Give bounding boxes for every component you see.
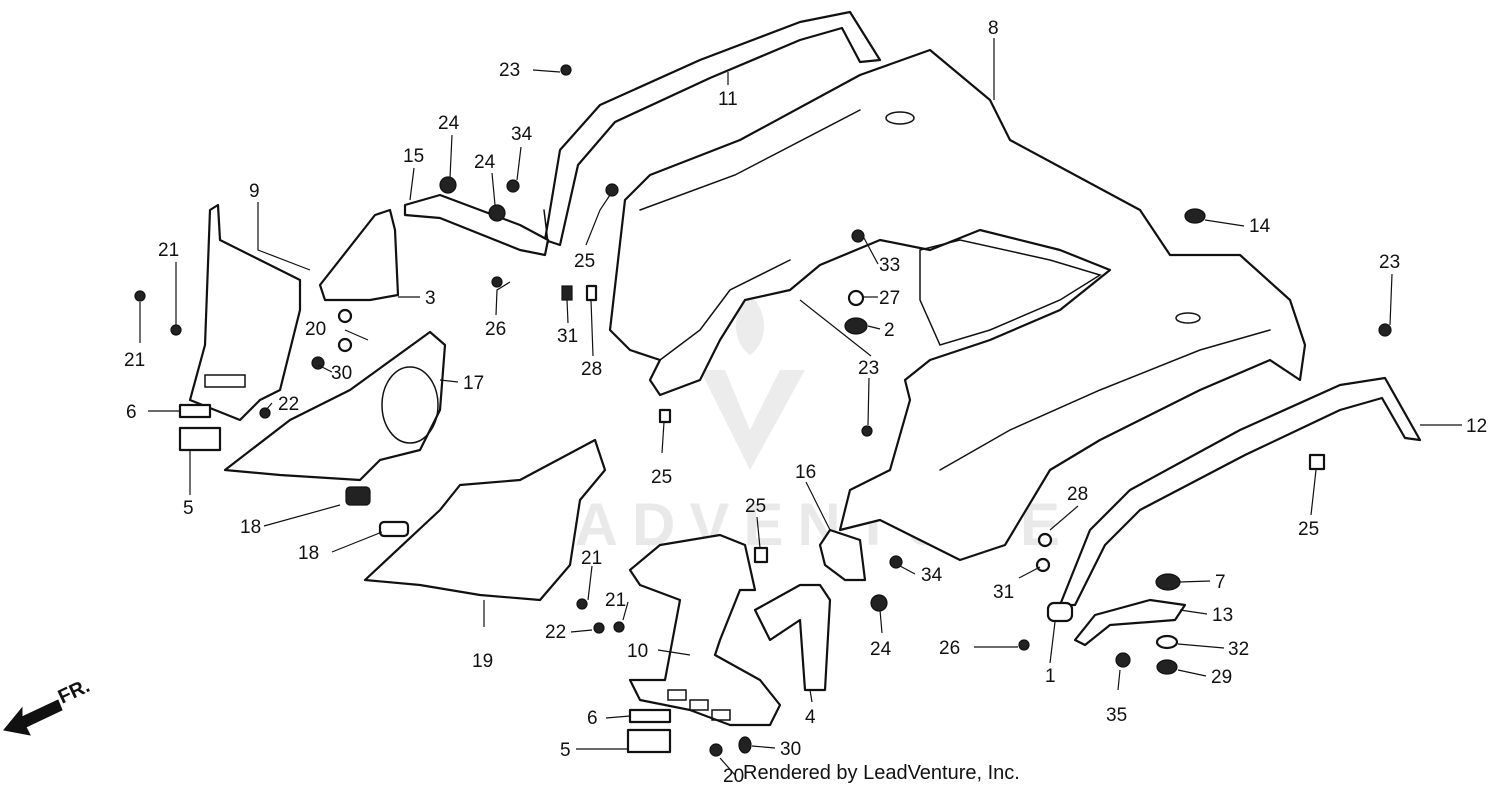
callout-7: 7 — [1215, 572, 1226, 593]
callout-9: 9 — [249, 181, 260, 202]
callout-21: 21 — [158, 240, 179, 261]
callout-25: 25 — [574, 251, 595, 272]
part-13-bracket — [1073, 598, 1187, 647]
front-arrow-icon — [3, 699, 63, 736]
callout-17: 17 — [463, 373, 484, 394]
callout-31: 31 — [557, 326, 578, 347]
front-direction-indicator: FR. — [3, 675, 93, 736]
part-11-rear-rail — [543, 10, 882, 247]
callout-8: 8 — [988, 18, 999, 39]
part-4-stay — [753, 583, 832, 692]
part-8-rear-fender — [608, 48, 1307, 562]
callout-34: 34 — [511, 124, 533, 145]
callout-5: 5 — [560, 740, 571, 761]
front-label: FR. — [55, 675, 93, 709]
callout-11: 11 — [718, 89, 738, 110]
callout-24: 24 — [474, 152, 496, 173]
callout-23: 23 — [499, 60, 520, 81]
callout-13: 13 — [1212, 605, 1233, 626]
callout-21: 21 — [581, 548, 602, 569]
callout-25: 25 — [1298, 519, 1319, 540]
callout-19: 19 — [472, 651, 493, 672]
part-17-front-panel — [223, 330, 447, 482]
callout-6: 6 — [587, 708, 598, 729]
callout-20: 20 — [723, 766, 744, 787]
callout-35: 35 — [1106, 705, 1127, 726]
callout-1: 1 — [1045, 666, 1056, 687]
callout-2: 2 — [884, 320, 895, 341]
callout-18: 18 — [298, 543, 319, 564]
hardware — [134, 64, 1392, 757]
part-9-left-footguard — [188, 203, 302, 422]
callout-labels: 23 11 8 24 34 15 24 9 21 21 25 14 23 33 … — [124, 18, 1487, 787]
callout-25: 25 — [745, 496, 766, 517]
callout-10: 10 — [627, 641, 648, 662]
part-12-rear-rail — [1058, 376, 1422, 607]
callout-4: 4 — [805, 707, 816, 728]
callout-14: 14 — [1249, 216, 1271, 237]
callout-23: 23 — [858, 358, 879, 379]
leader-lines — [139, 38, 1462, 776]
callout-30: 30 — [780, 739, 801, 760]
callout-31: 31 — [993, 582, 1014, 603]
callout-26: 26 — [939, 638, 960, 659]
part-19-side-cover — [363, 438, 607, 602]
callout-29: 29 — [1211, 667, 1232, 688]
callout-34: 34 — [921, 565, 943, 586]
callout-24: 24 — [870, 639, 892, 660]
credit-text: Rendered by LeadVenture, Inc. — [743, 762, 1020, 784]
callout-21: 21 — [605, 590, 626, 611]
callout-21: 21 — [124, 350, 145, 371]
callout-12: 12 — [1466, 416, 1487, 437]
part-3-stay — [318, 208, 400, 302]
callout-22: 22 — [545, 622, 566, 643]
callout-27: 27 — [879, 288, 900, 309]
callout-6: 6 — [126, 402, 137, 423]
callout-15: 15 — [403, 146, 424, 167]
callout-5: 5 — [183, 498, 194, 519]
callout-26: 26 — [485, 319, 506, 340]
callout-25: 25 — [651, 467, 672, 488]
callout-16: 16 — [795, 462, 816, 483]
callout-18: 18 — [240, 517, 261, 538]
callout-33: 33 — [879, 255, 900, 276]
part-10-right-footguard — [628, 533, 782, 727]
callout-20: 20 — [305, 319, 326, 340]
callout-28: 28 — [581, 359, 602, 380]
callout-22: 22 — [278, 394, 299, 415]
callout-23: 23 — [1379, 252, 1400, 273]
callout-24: 24 — [438, 113, 460, 134]
callout-3: 3 — [425, 288, 436, 309]
callout-32: 32 — [1228, 639, 1249, 660]
callout-30: 30 — [331, 363, 352, 384]
part-15-bracket — [403, 193, 550, 257]
callout-28: 28 — [1067, 484, 1088, 505]
